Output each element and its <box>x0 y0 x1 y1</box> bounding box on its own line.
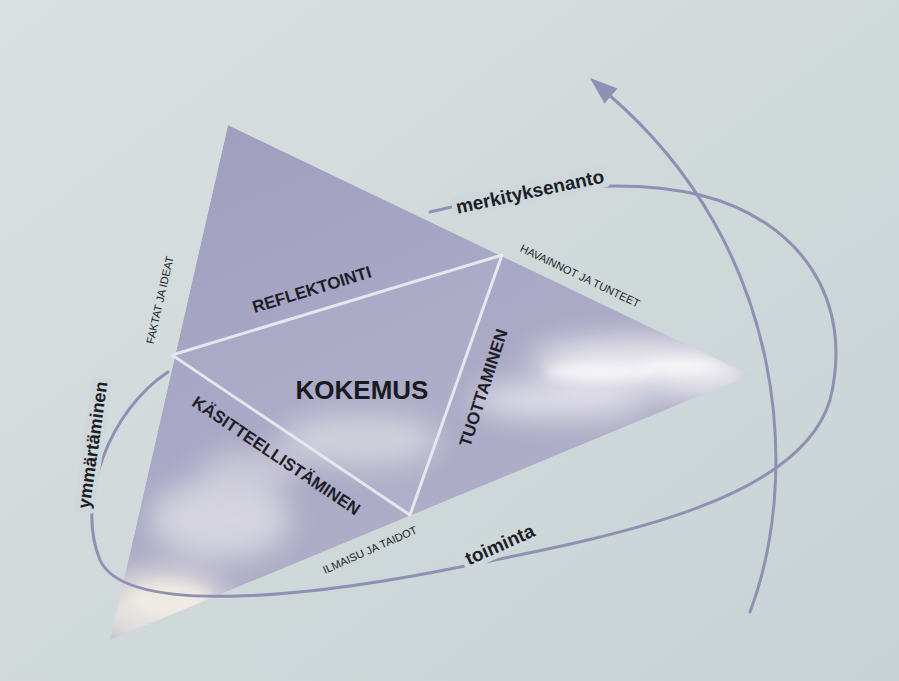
rising-arrow <box>608 94 776 612</box>
triangle-outline <box>172 255 502 515</box>
cloud-triangle <box>90 125 760 650</box>
experience-triangle: KOKEMUS <box>172 255 502 515</box>
cycle-curve <box>92 186 836 597</box>
node-title: KOKEMUS <box>296 376 429 405</box>
arrow-head <box>590 78 618 104</box>
